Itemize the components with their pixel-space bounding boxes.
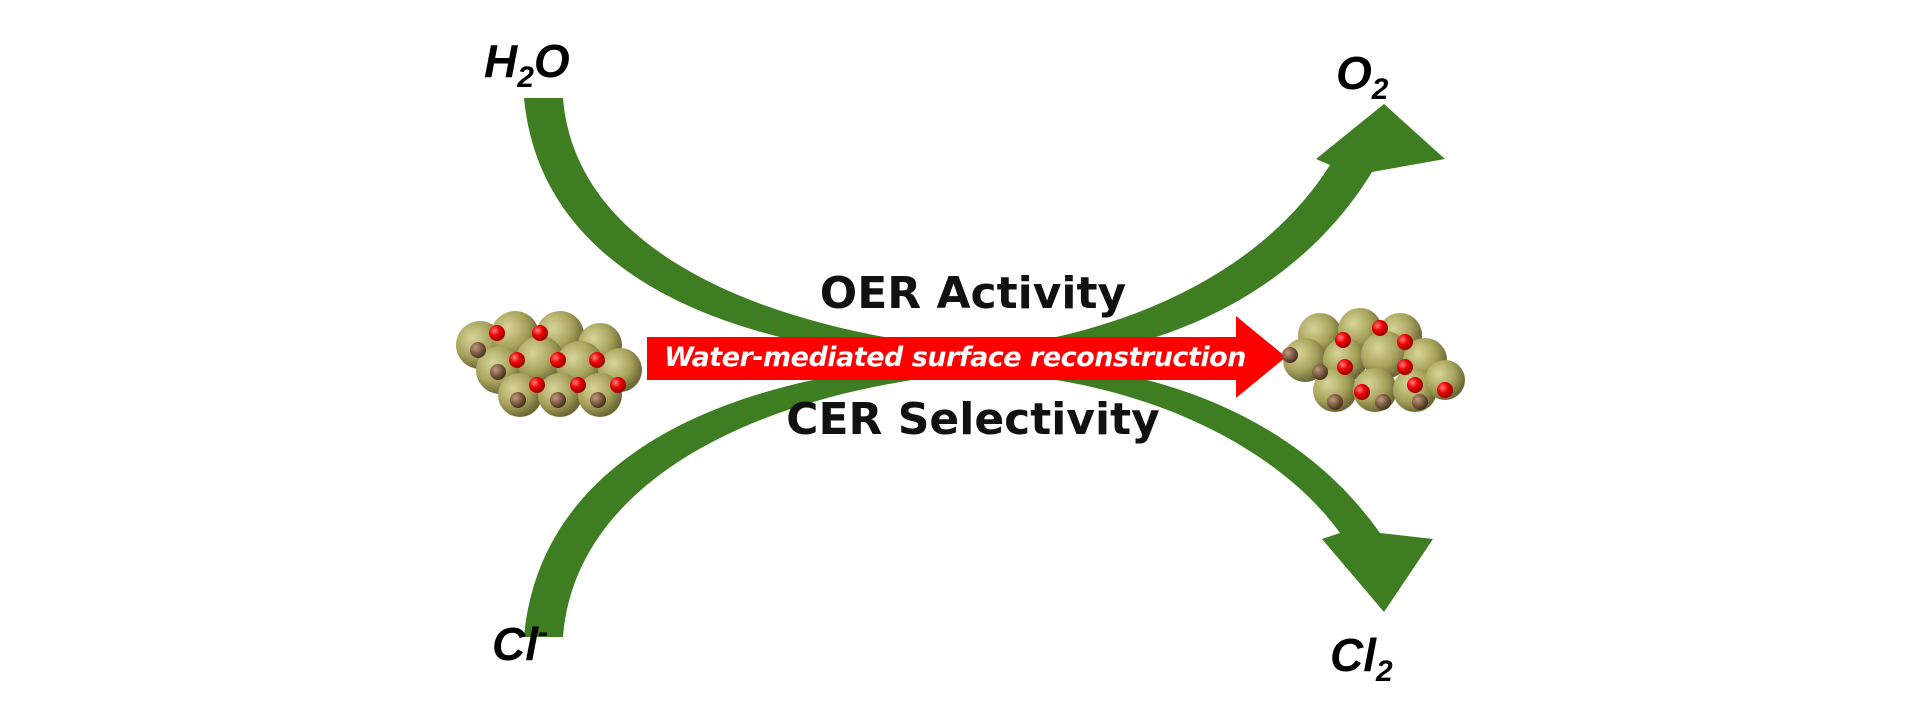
oer-pathway-arrow (524, 98, 1445, 363)
catalyst-surface-before (456, 311, 642, 417)
catalyst-surface-after (1282, 308, 1465, 412)
reconstruction-arrow (647, 316, 1286, 398)
chloride-label: Cl- (492, 616, 548, 670)
chlorine-label: Cl2 (1330, 629, 1393, 688)
oxygen-label: O2 (1336, 47, 1389, 106)
water-label: H2O (484, 35, 570, 94)
reconstruction-label: Water-mediated surface reconstruction (664, 342, 1246, 373)
oer-activity-label: OER Activity (819, 268, 1127, 319)
cer-selectivity-label: CER Selectivity (786, 394, 1160, 445)
